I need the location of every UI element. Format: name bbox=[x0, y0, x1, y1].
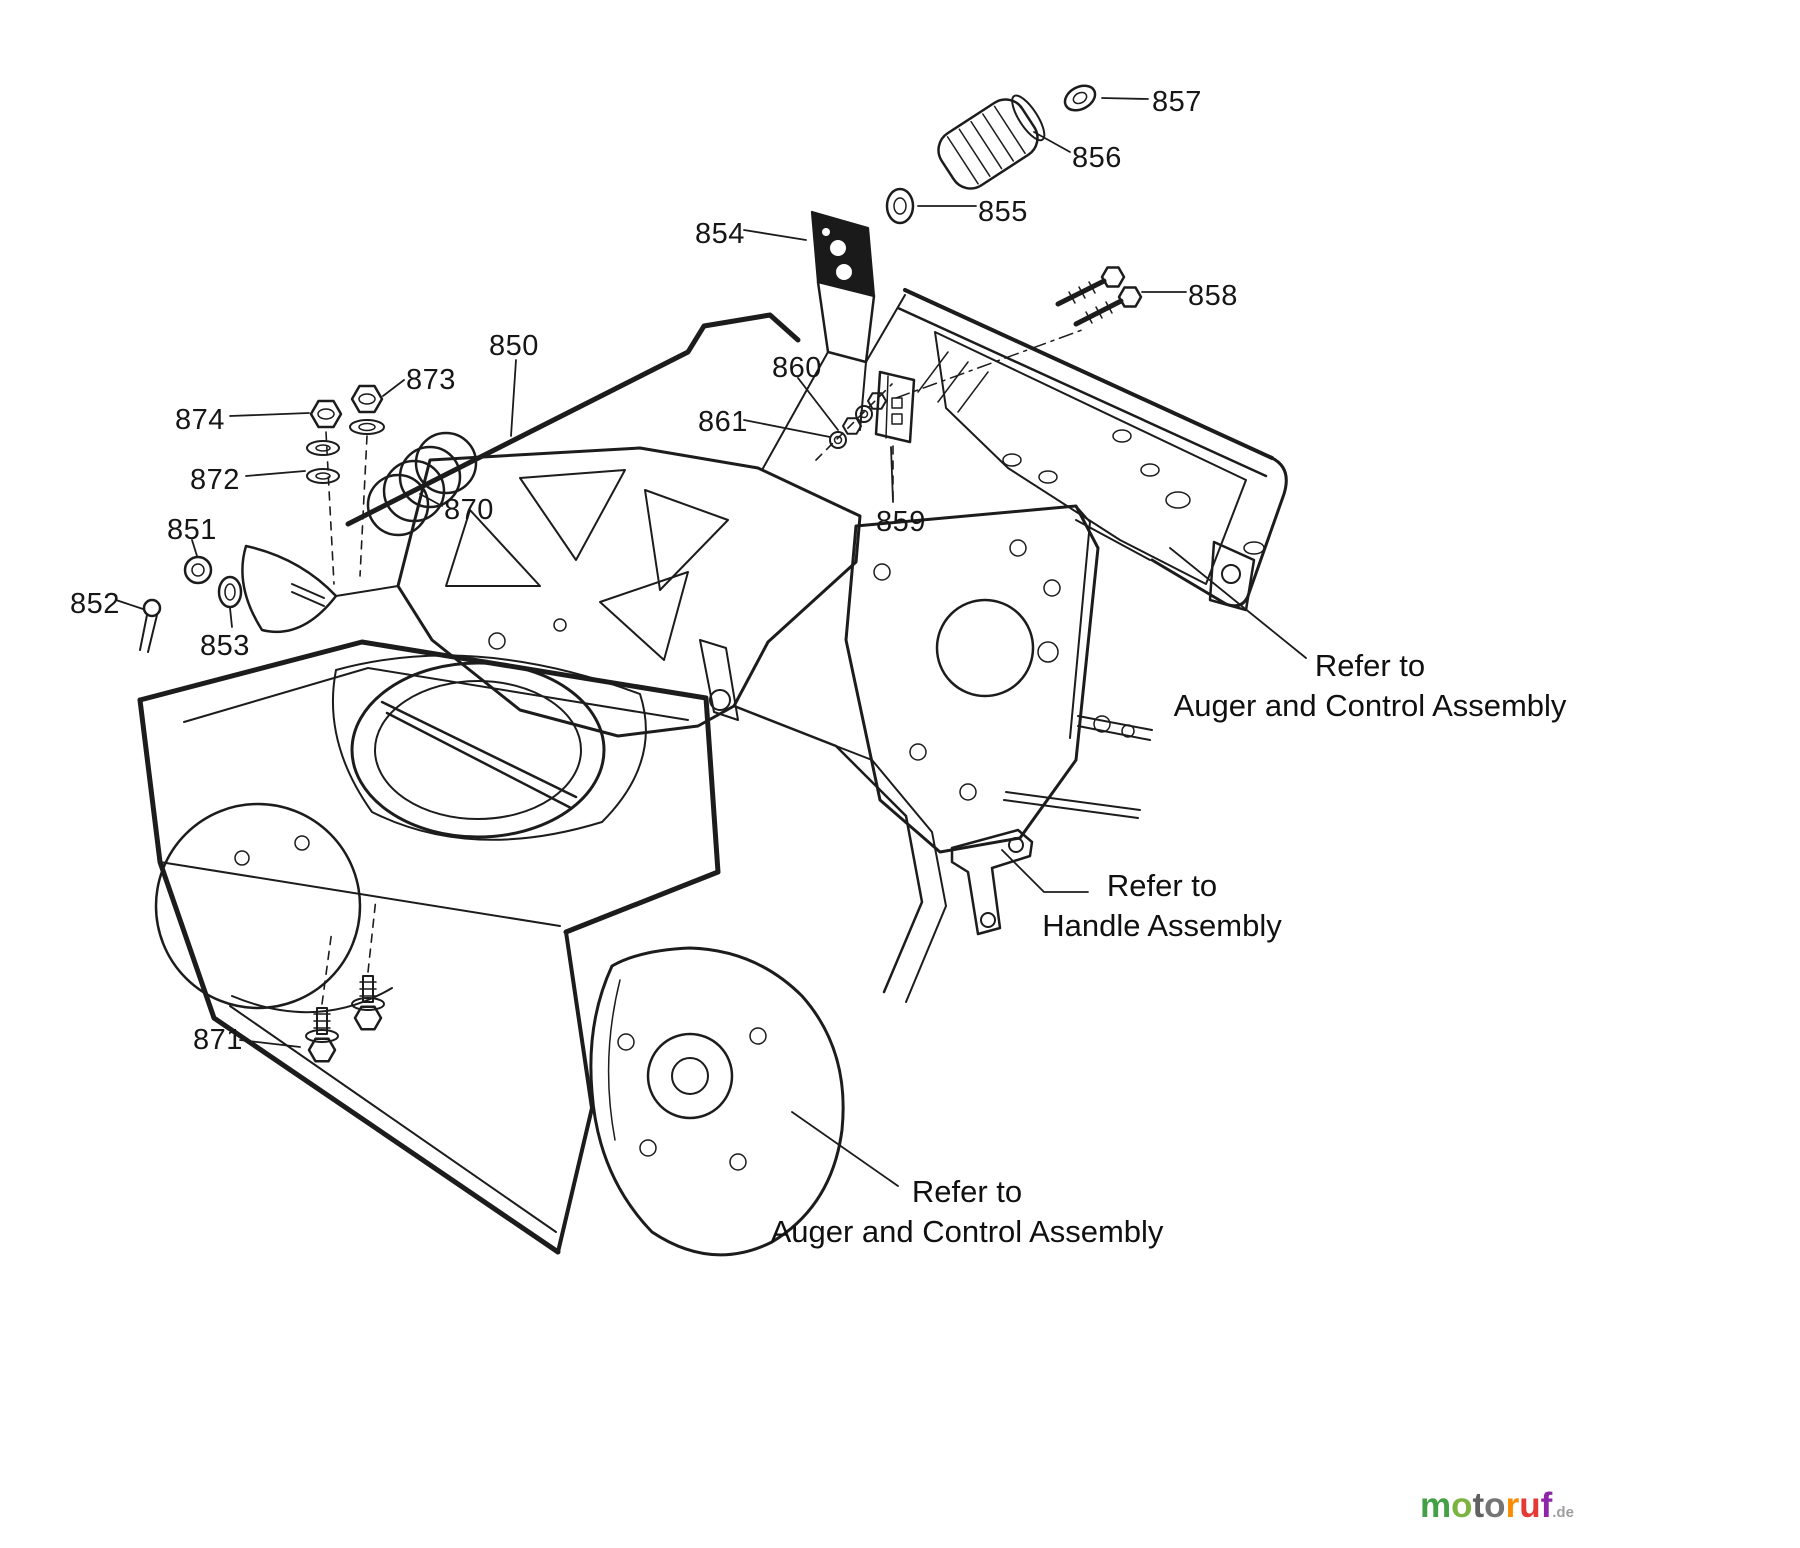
part-label-872: 872 bbox=[190, 464, 240, 496]
part-label-873: 873 bbox=[406, 364, 456, 396]
logo-letter: o bbox=[1484, 1486, 1506, 1525]
annotation-line-2: Auger and Control Assembly bbox=[1173, 688, 1567, 724]
part-label-860: 860 bbox=[772, 352, 822, 384]
part-857-washer bbox=[1063, 84, 1097, 112]
part-label-850: 850 bbox=[489, 330, 539, 362]
auger-housing bbox=[137, 639, 721, 1255]
part-label-855: 855 bbox=[978, 196, 1028, 228]
part-label-870: 870 bbox=[444, 494, 494, 526]
part-label-857: 857 bbox=[1152, 86, 1202, 118]
logo-letter: f bbox=[1540, 1486, 1553, 1525]
part-870-spring bbox=[366, 431, 478, 537]
annotation-line-1: Refer to bbox=[1106, 868, 1218, 903]
part-label-851: 851 bbox=[167, 514, 217, 546]
part-label-858: 858 bbox=[1188, 280, 1238, 312]
part-label-852: 852 bbox=[70, 588, 120, 620]
annotation-line-1: Refer to bbox=[911, 1174, 1023, 1209]
main-frame-pan bbox=[241, 446, 862, 738]
part-label-854: 854 bbox=[695, 218, 745, 250]
part-label-861: 861 bbox=[698, 406, 748, 438]
part-label-871: 871 bbox=[193, 1024, 243, 1056]
leader-lines bbox=[115, 97, 1307, 1187]
annotation-line-2: Handle Assembly bbox=[1042, 908, 1282, 944]
annotation-line-1: Refer to bbox=[1314, 648, 1426, 683]
part-871-bolts bbox=[305, 897, 385, 1063]
motoruf-logo[interactable]: motoruf.de bbox=[1420, 1486, 1574, 1526]
side-plate bbox=[844, 504, 1153, 854]
part-856-bushing bbox=[937, 94, 1046, 190]
upper-frame-assembly bbox=[761, 288, 1288, 612]
part-859-bracket bbox=[874, 370, 916, 501]
logo-letter: o bbox=[1451, 1486, 1473, 1525]
part-855-washer bbox=[885, 187, 915, 225]
annotation-line-2: Auger and Control Assembly bbox=[770, 1214, 1164, 1250]
logo-letter: m bbox=[1420, 1486, 1452, 1525]
logo-letter: u bbox=[1519, 1486, 1541, 1525]
annotation-auger-control-upper: Refer to Auger and Control Assembly bbox=[1160, 646, 1580, 727]
parts-851-852-853-fasteners bbox=[139, 555, 243, 653]
logo-letter: t bbox=[1472, 1486, 1485, 1525]
part-850-rod bbox=[345, 312, 801, 527]
logo-tld: .de bbox=[1552, 1504, 1574, 1521]
annotation-handle-assembly: Refer to Handle Assembly bbox=[1022, 866, 1302, 947]
part-858-bolts bbox=[1055, 266, 1143, 327]
logo-letter: r bbox=[1505, 1486, 1520, 1525]
parts-872-873-874-fasteners bbox=[306, 384, 385, 585]
part-854-bracket bbox=[810, 210, 876, 431]
part-label-859: 859 bbox=[876, 506, 926, 538]
annotation-auger-control-lower: Refer to Auger and Control Assembly bbox=[752, 1172, 1182, 1253]
part-label-856: 856 bbox=[1072, 142, 1122, 174]
part-label-853: 853 bbox=[200, 630, 250, 662]
handle-mount-bracket bbox=[950, 828, 1034, 936]
part-label-874: 874 bbox=[175, 404, 225, 436]
parts-860-861-fasteners bbox=[815, 383, 893, 461]
